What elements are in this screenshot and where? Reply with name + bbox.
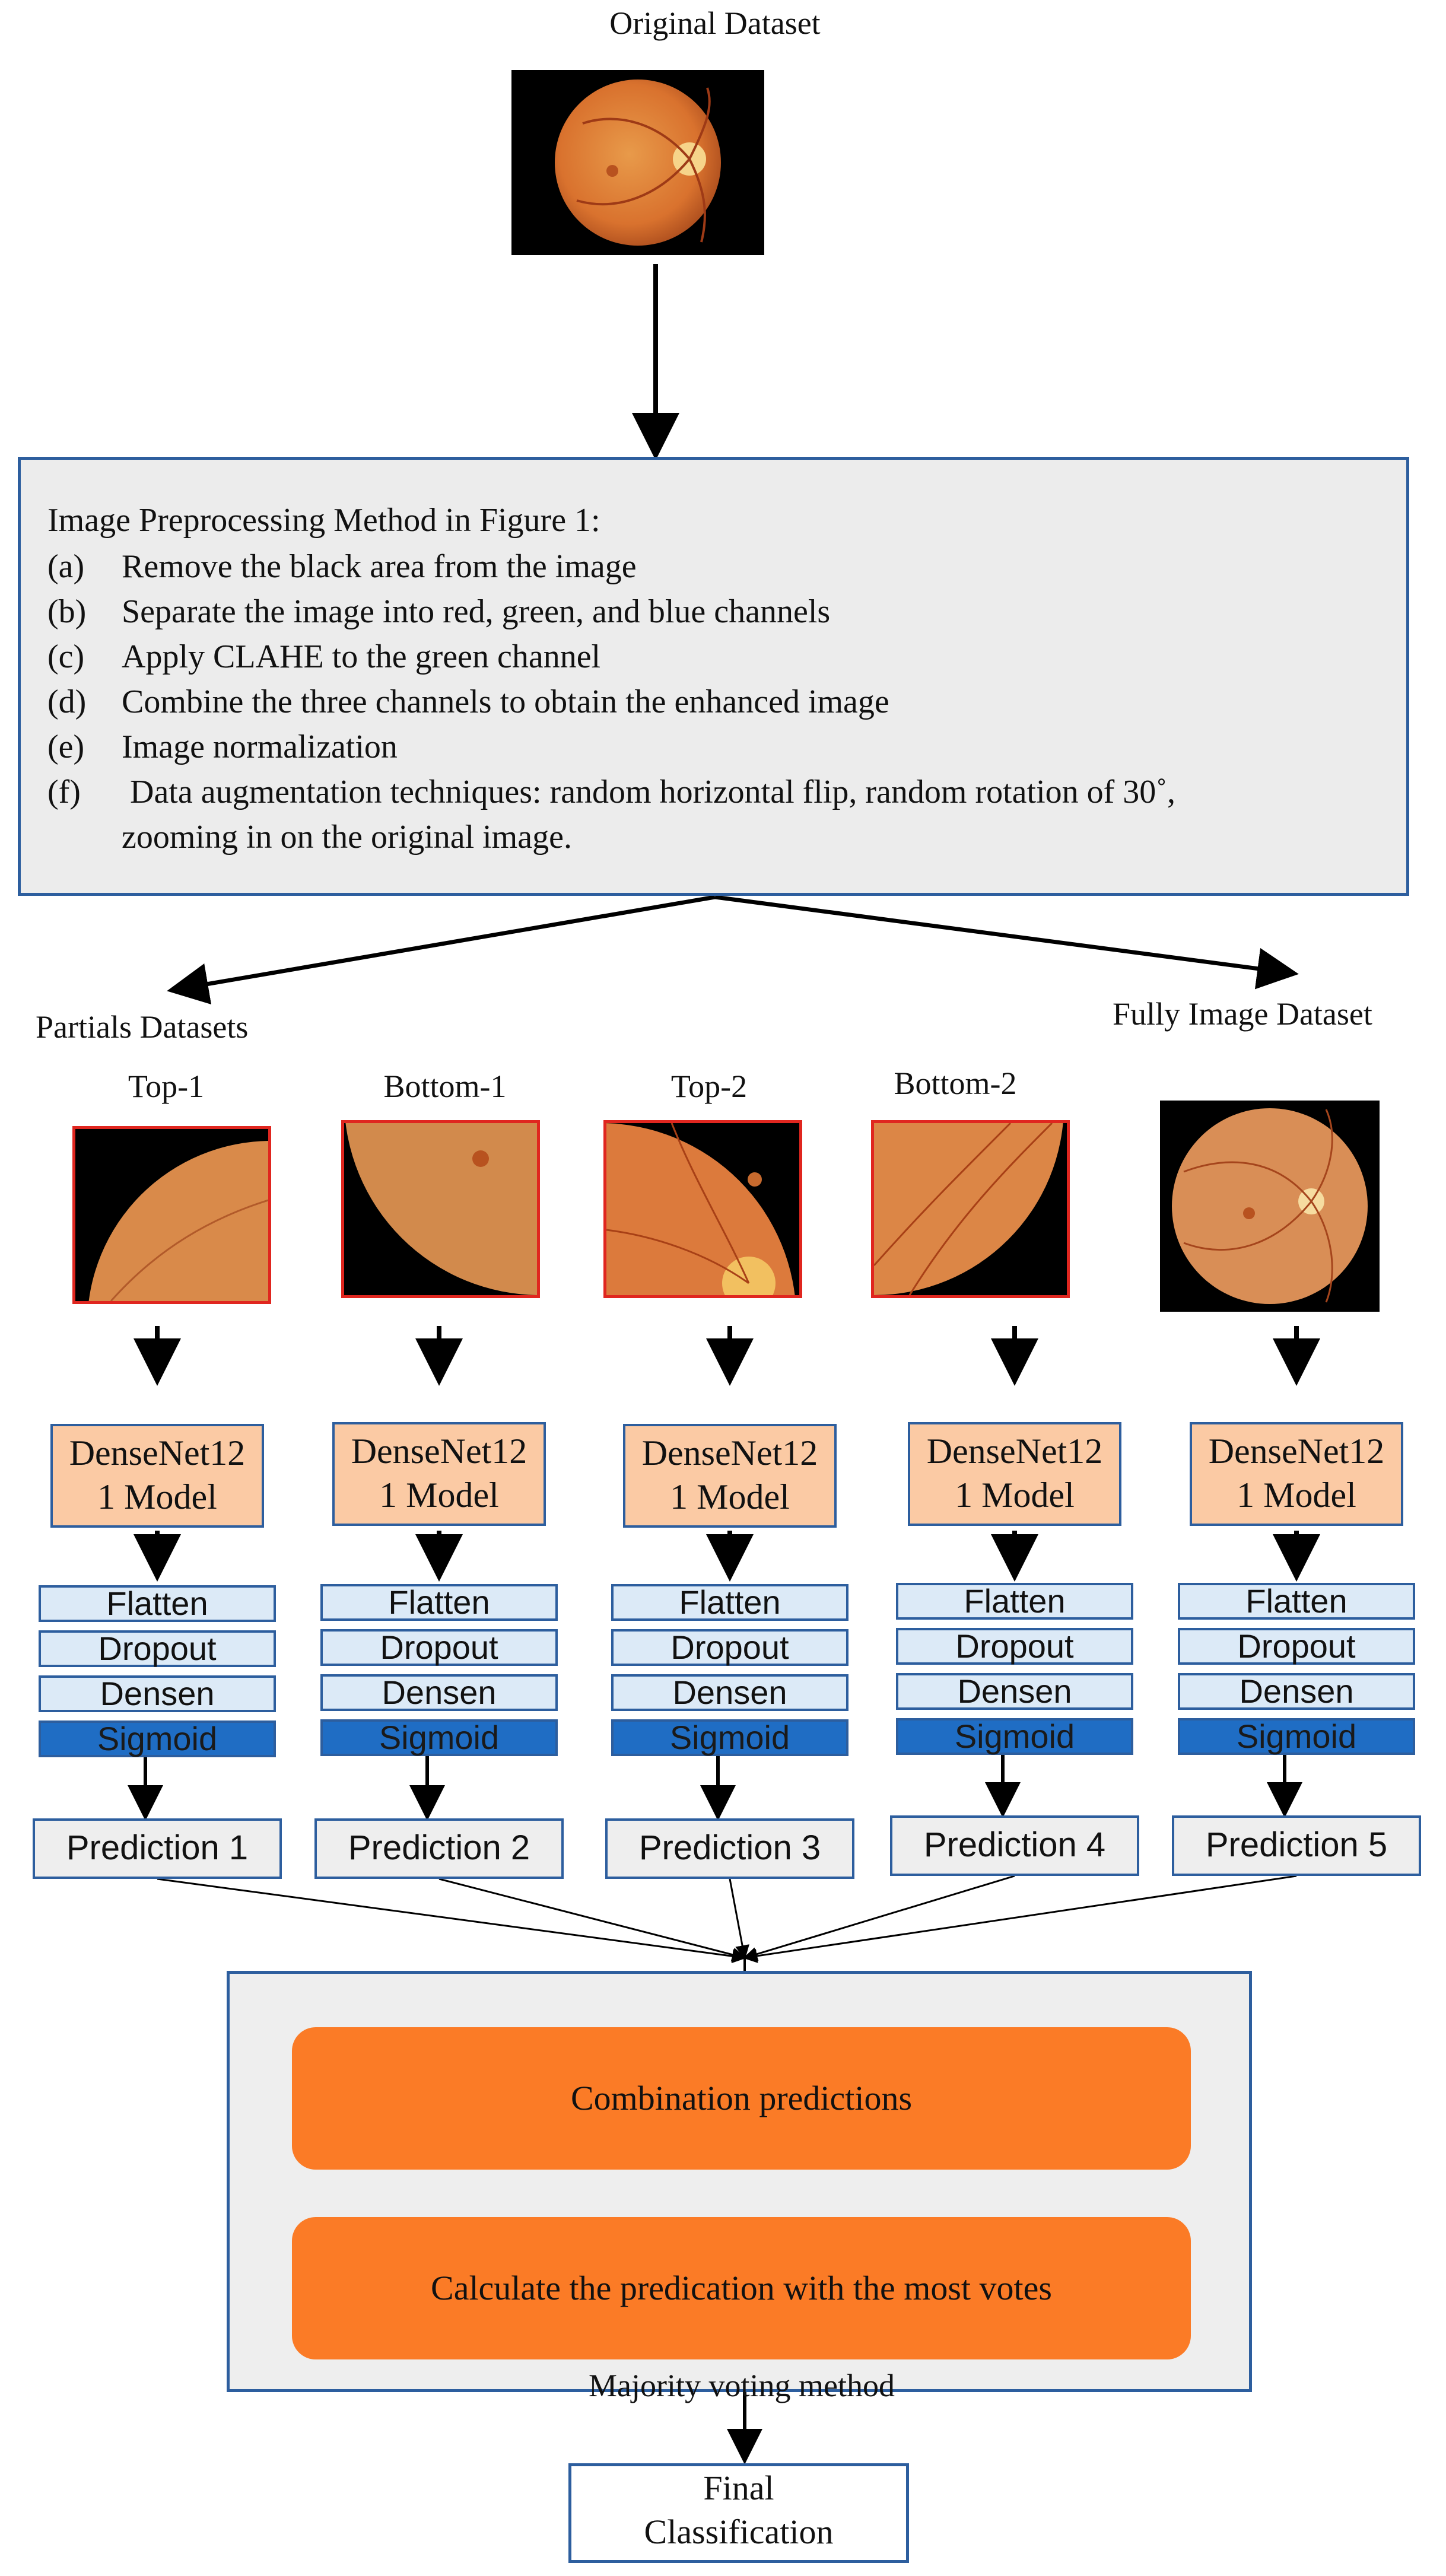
branch-name-top-2: Top-2 bbox=[670, 1068, 748, 1104]
preprocessing-step-a: (a)Remove the black area from the image bbox=[47, 548, 637, 585]
final-line-1: Final bbox=[703, 2469, 774, 2507]
dropout-layer-5: Dropout bbox=[1178, 1628, 1415, 1665]
bottom-1-crop-image bbox=[341, 1120, 540, 1298]
prediction-box-2: Prediction 2 bbox=[314, 1818, 564, 1879]
original-fundus-image bbox=[511, 70, 764, 255]
model-name-line-1: DenseNet12 bbox=[351, 1432, 527, 1471]
model-name-line-2: 1 Model bbox=[1237, 1475, 1356, 1515]
preprocessing-step-b: (b)Separate the image into red, green, a… bbox=[47, 593, 831, 630]
preprocessing-step-c: (c)Apply CLAHE to the green channel bbox=[47, 638, 601, 675]
top-2-crop-image bbox=[603, 1120, 802, 1298]
final-classification-box: Final Classification bbox=[568, 2463, 909, 2563]
densen-layer-4: Densen bbox=[896, 1673, 1133, 1710]
model-name-line-1: DenseNet12 bbox=[69, 1433, 246, 1473]
majority-voting-label: Majority voting method bbox=[589, 2368, 895, 2403]
arrow-to-full bbox=[714, 895, 1299, 990]
arrow-prediction-to-vote-3 bbox=[729, 1878, 749, 1960]
sigmoid-layer-1: Sigmoid bbox=[39, 1720, 276, 1757]
model-name-line-1: DenseNet12 bbox=[1208, 1432, 1385, 1471]
flatten-layer-1: Flatten bbox=[39, 1585, 276, 1622]
arrow-prediction-to-vote-4 bbox=[743, 1875, 1015, 1961]
arrow-to-partials bbox=[167, 895, 716, 1005]
densenet-model-box-4: DenseNet12 1 Model bbox=[908, 1422, 1121, 1526]
bottom-2-crop-image bbox=[871, 1120, 1070, 1298]
densenet-model-box-3: DenseNet12 1 Model bbox=[623, 1424, 837, 1528]
combination-predictions-box: Combination predictions bbox=[292, 2027, 1191, 2170]
final-line-2: Classification bbox=[644, 2513, 834, 2551]
flatten-layer-3: Flatten bbox=[611, 1584, 848, 1621]
densen-layer-2: Densen bbox=[320, 1674, 558, 1711]
model-name-line-2: 1 Model bbox=[670, 1477, 790, 1516]
flatten-layer-4: Flatten bbox=[896, 1583, 1133, 1620]
preprocessing-step-f-continuation: zooming in on the original image. bbox=[122, 819, 572, 856]
dropout-layer-2: Dropout bbox=[320, 1629, 558, 1666]
prediction-box-5: Prediction 5 bbox=[1172, 1815, 1421, 1876]
branch-name-top-1: Top-1 bbox=[128, 1068, 205, 1104]
preprocessing-step-d: (d)Combine the three channels to obtain … bbox=[47, 683, 889, 720]
branch-name-bottom-2: Bottom-2 bbox=[894, 1066, 1017, 1101]
flatten-layer-5: Flatten bbox=[1178, 1583, 1415, 1620]
prediction-box-3: Prediction 3 bbox=[605, 1818, 854, 1879]
prediction-box-4: Prediction 4 bbox=[890, 1815, 1139, 1876]
model-name-line-1: DenseNet12 bbox=[641, 1433, 818, 1473]
preprocessing-step-e: (e)Image normalization bbox=[47, 729, 398, 765]
dropout-layer-1: Dropout bbox=[39, 1630, 276, 1667]
model-name-line-2: 1 Model bbox=[955, 1475, 1075, 1515]
most-votes-box: Calculate the predication with the most … bbox=[292, 2217, 1191, 2359]
sigmoid-layer-4: Sigmoid bbox=[896, 1718, 1133, 1755]
preprocessing-step-f: (f) Data augmentation techniques: random… bbox=[47, 774, 1175, 810]
preprocessing-heading: Image Preprocessing Method in Figure 1: bbox=[47, 502, 600, 539]
sigmoid-layer-2: Sigmoid bbox=[320, 1719, 558, 1756]
sigmoid-layer-5: Sigmoid bbox=[1178, 1718, 1415, 1755]
majority-voting-box: Combination predictions Calculate the pr… bbox=[227, 1971, 1252, 2392]
sigmoid-layer-3: Sigmoid bbox=[611, 1719, 848, 1756]
branch-name-bottom-1: Bottom-1 bbox=[383, 1068, 507, 1104]
densenet-model-box-1: DenseNet12 1 Model bbox=[50, 1424, 264, 1528]
arrow-prediction-to-vote-2 bbox=[438, 1878, 746, 1962]
densen-layer-5: Densen bbox=[1178, 1673, 1415, 1710]
densen-layer-1: Densen bbox=[39, 1675, 276, 1712]
arrow-prediction-to-vote-5 bbox=[743, 1875, 1297, 1963]
prediction-box-1: Prediction 1 bbox=[33, 1818, 282, 1879]
dropout-layer-3: Dropout bbox=[611, 1629, 848, 1666]
original-dataset-title: Original Dataset bbox=[609, 5, 821, 41]
model-name-line-2: 1 Model bbox=[97, 1477, 217, 1516]
full-fundus-image bbox=[1160, 1101, 1380, 1312]
model-name-line-1: DenseNet12 bbox=[926, 1432, 1103, 1471]
partials-datasets-label: Partials Datasets bbox=[36, 1009, 249, 1045]
densen-layer-3: Densen bbox=[611, 1674, 848, 1711]
densenet-model-box-5: DenseNet12 1 Model bbox=[1190, 1422, 1403, 1526]
fully-image-dataset-label: Fully Image Dataset bbox=[1113, 996, 1372, 1032]
dropout-layer-4: Dropout bbox=[896, 1628, 1133, 1665]
flatten-layer-2: Flatten bbox=[320, 1584, 558, 1621]
preprocessing-box: Image Preprocessing Method in Figure 1: … bbox=[18, 457, 1409, 896]
arrow-prediction-to-vote-1 bbox=[157, 1878, 746, 1964]
densenet-model-box-2: DenseNet12 1 Model bbox=[332, 1422, 546, 1526]
model-name-line-2: 1 Model bbox=[379, 1475, 499, 1515]
top-1-crop-image bbox=[72, 1126, 271, 1304]
